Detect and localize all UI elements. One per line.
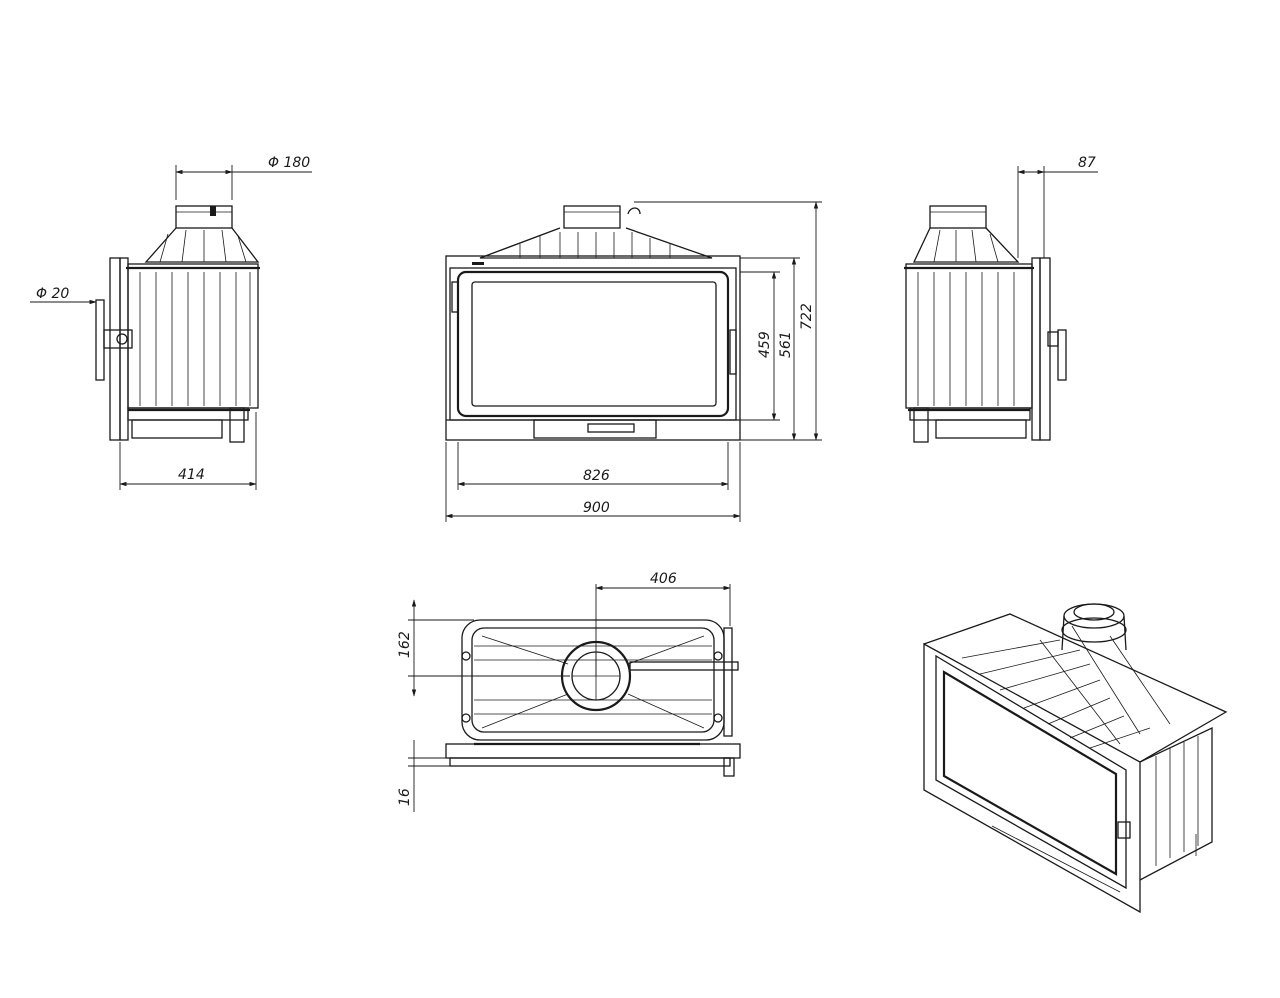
dim-bottom-offset: 16 <box>397 788 413 806</box>
dim-opening-height: 561 <box>778 331 794 358</box>
front-view <box>445 201 822 522</box>
top-view <box>408 584 741 812</box>
dim-side-depth: 414 <box>178 467 205 483</box>
dim-flue-diameter: Φ 180 <box>268 155 310 171</box>
dim-flue-center-depth: 162 <box>397 631 413 658</box>
dim-flue-offset-top: 406 <box>650 571 677 587</box>
dim-total-width: 900 <box>583 500 610 516</box>
dim-glass-height: 459 <box>757 331 773 358</box>
dim-glass-width: 826 <box>583 468 610 484</box>
right-side-view <box>904 166 1098 443</box>
left-side-view <box>30 165 312 490</box>
dim-total-height: 722 <box>799 303 815 330</box>
dim-flue-offset-side: 87 <box>1078 155 1096 171</box>
isometric-view <box>923 603 1228 914</box>
dim-air-inlet-diameter: Φ 20 <box>36 286 69 302</box>
